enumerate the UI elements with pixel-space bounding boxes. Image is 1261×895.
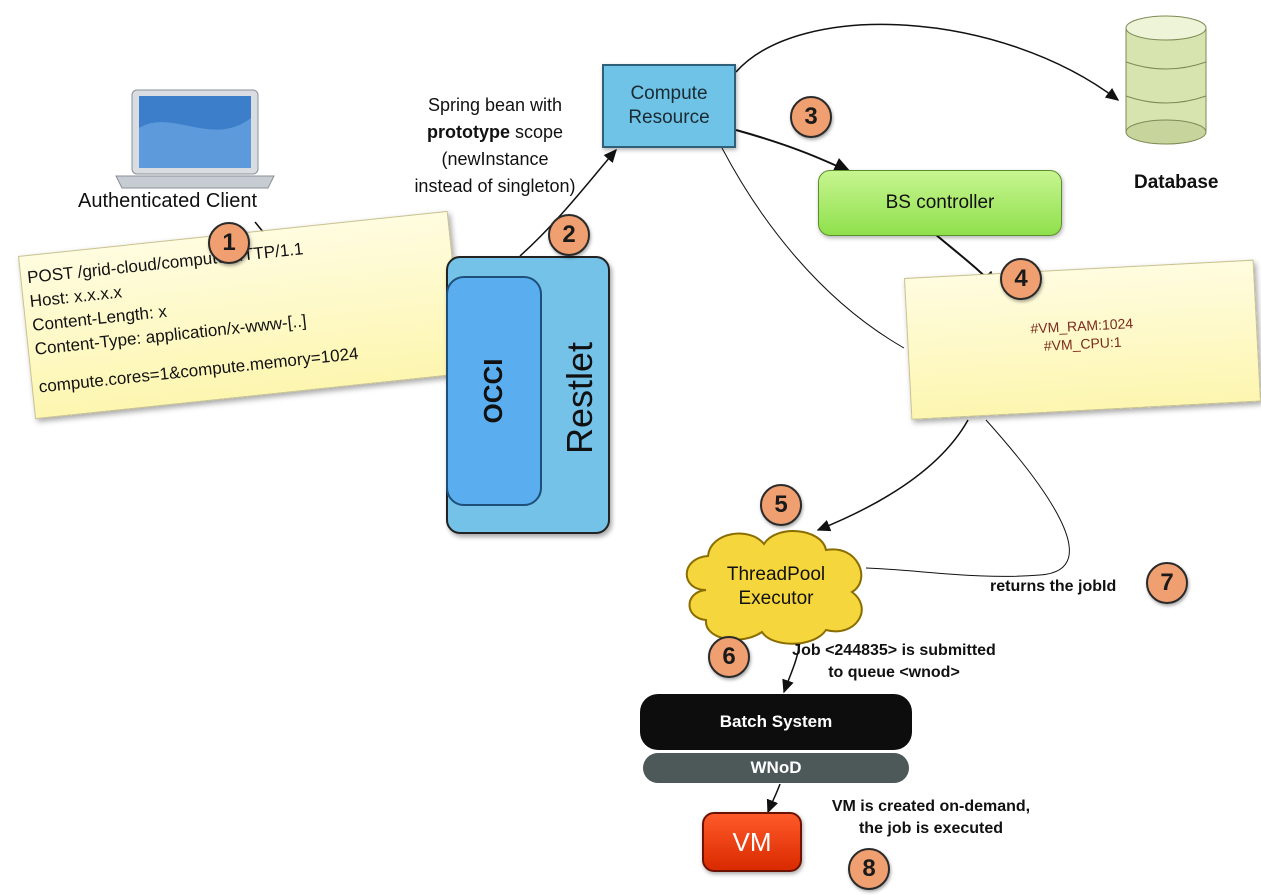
- bs-controller-box: BS controller: [818, 170, 1062, 236]
- threadpool-cloud: ThreadPool Executor: [676, 520, 876, 648]
- laptop-icon: [112, 88, 278, 192]
- arrow-compute-to-bscontroller: [735, 129, 852, 173]
- database-icon: [1124, 14, 1208, 146]
- occi-box: [446, 276, 542, 506]
- database-label: Database: [1134, 172, 1219, 193]
- spring-line-2: prototype scope: [380, 119, 610, 146]
- wnod-box: WNoD: [643, 753, 909, 783]
- vm-label: VM: [732, 826, 772, 857]
- step-badge-1: 1: [208, 222, 250, 264]
- arrow-compute-to-database: [735, 23, 1120, 101]
- restlet-label: Restlet: [559, 341, 600, 455]
- spring-line-3: (newInstance: [441, 149, 549, 169]
- threadpool-line-1: ThreadPool: [726, 564, 826, 585]
- spring-line-4: instead of singleton): [414, 176, 576, 196]
- spring-bold-word: prototype: [426, 122, 510, 142]
- client-label: Authenticated Client: [78, 190, 258, 212]
- arrow-restlet-to-compute: [519, 148, 617, 257]
- bs-controller-label: BS controller: [885, 192, 995, 213]
- compute-line-1: Compute: [630, 83, 708, 104]
- occi-label: OCCI: [478, 358, 508, 424]
- step-badge-4: 4: [1000, 258, 1042, 300]
- step-badge-2: 2: [548, 214, 590, 256]
- line-returns-jobid: [865, 419, 1070, 577]
- wnod-label: WNoD: [750, 758, 802, 777]
- arrow-note-to-threadpool: [816, 419, 969, 532]
- batch-system-label: Batch System: [719, 712, 833, 731]
- batch-system-box: Batch System: [640, 694, 912, 750]
- step-badge-8: 8: [848, 848, 890, 890]
- spring-bean-note: Spring bean with prototype scope (newIns…: [380, 92, 610, 200]
- vm-created-line-1: VM is created on-demand,: [831, 798, 1031, 815]
- job-line-2: to queue <wnod>: [828, 664, 960, 681]
- vm-created-label: VM is created on-demand, the job is exec…: [796, 796, 1066, 840]
- job-line-1: Job <244835> is submitted: [792, 642, 996, 659]
- compute-line-2: Resource: [628, 107, 710, 128]
- arrow-threadpool-to-batch: [782, 639, 801, 694]
- step-badge-6: 6: [708, 636, 750, 678]
- vm-box: VM: [702, 812, 802, 872]
- vm-params-note: #VM_RAM:1024 #VM_CPU:1: [904, 259, 1261, 420]
- step-badge-5: 5: [760, 484, 802, 526]
- compute-resource-box: Compute Resource: [602, 64, 736, 148]
- threadpool-line-2: Executor: [738, 588, 814, 609]
- step-badge-3: 3: [790, 96, 832, 138]
- job-submitted-label: Job <244835> is submitted to queue <wnod…: [760, 640, 1028, 684]
- spring-scope-word: scope: [509, 122, 564, 142]
- returns-jobid-label: returns the jobId: [990, 578, 1117, 595]
- spring-line-1: Spring bean with: [427, 95, 563, 115]
- step-badge-7: 7: [1146, 562, 1188, 604]
- line-compute-to-note: [721, 147, 905, 349]
- arrow-wnod-to-vm: [766, 783, 781, 814]
- vm-created-line-2: the job is executed: [858, 820, 1004, 837]
